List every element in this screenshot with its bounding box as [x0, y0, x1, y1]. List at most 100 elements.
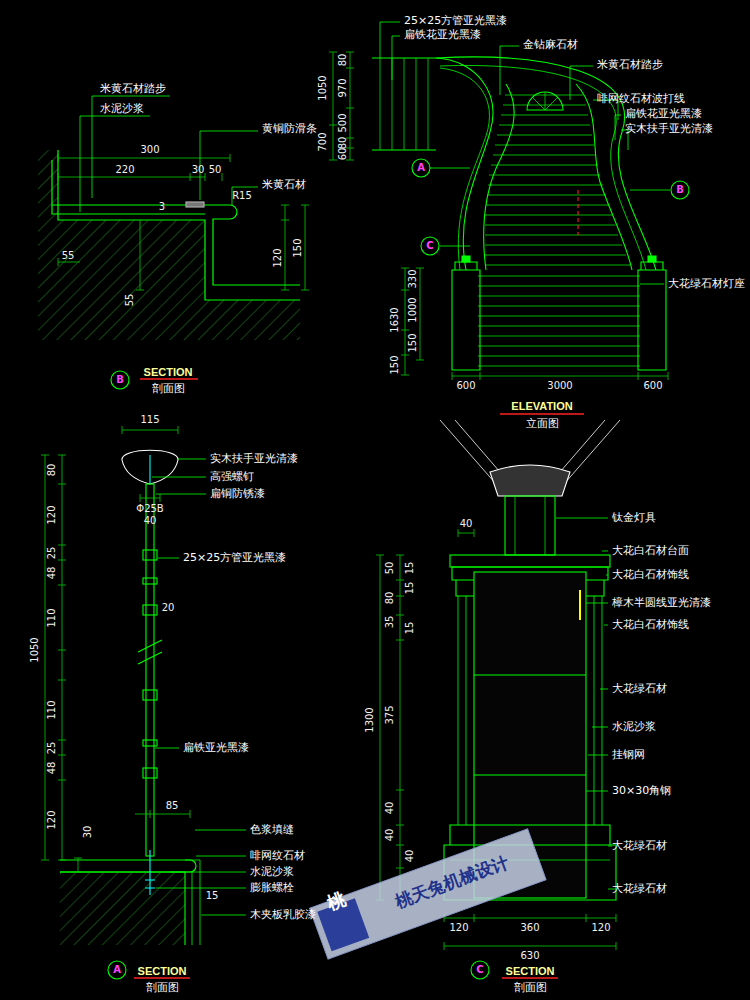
- drawing-line: [376, 555, 384, 900]
- callout-text: 剖面图: [152, 383, 185, 394]
- drawing-line: [500, 413, 584, 415]
- dimension: 1300: [365, 707, 375, 732]
- drawing-line: [140, 494, 160, 502]
- dimension: 55: [62, 251, 75, 261]
- callout-text: 高强螺钉: [210, 471, 254, 482]
- dimension: 110: [47, 700, 57, 719]
- dimension: 85: [166, 801, 179, 811]
- drawing-line: [436, 58, 493, 270]
- drawing-line: [505, 496, 555, 555]
- dimension: 120: [47, 505, 57, 524]
- drawing-line: [458, 529, 474, 537]
- dimension: 1050: [30, 637, 40, 662]
- drawing-line: [41, 426, 190, 872]
- drawing-line: [436, 57, 656, 270]
- callout-text: 扁铜防锈漆: [210, 488, 265, 499]
- drawing-line: [579, 590, 581, 620]
- drawing-line: [143, 690, 157, 700]
- drawing-line: [143, 605, 157, 615]
- callout-text: 樟木半圆线亚光清漆: [612, 597, 711, 608]
- callout-text: 啡网纹石材波打线: [597, 93, 685, 104]
- dimension: 15: [405, 582, 415, 595]
- dimension: 600: [456, 381, 475, 391]
- dimension: 700: [318, 132, 328, 151]
- callout-text: 米黄石材踏步: [100, 83, 166, 94]
- callout-text: 黄铜防滑条: [262, 123, 317, 134]
- dimension: 1000: [408, 297, 418, 322]
- drawing-line: [474, 675, 586, 775]
- drawing-line: [60, 872, 185, 945]
- callout-text: 剖面图: [514, 982, 547, 993]
- drawing-line: [158, 558, 179, 559]
- dimension: 30: [83, 826, 93, 839]
- drawing-line: [152, 477, 206, 478]
- section-mark: B: [116, 375, 124, 385]
- drawing-line: [592, 727, 608, 728]
- drawing-line: [108, 961, 126, 979]
- dimension: 50: [209, 165, 222, 175]
- drawing-line: [380, 58, 428, 150]
- drawing-line: [586, 791, 608, 792]
- dimension: 40: [385, 829, 395, 842]
- drawing-line: [556, 518, 608, 519]
- dimension: 15: [405, 622, 415, 635]
- dimension: 48: [47, 567, 57, 580]
- callout-text: 啡网纹石材: [250, 850, 305, 861]
- dimension: Φ25B: [136, 504, 163, 514]
- drawing-line: [196, 856, 246, 857]
- drawing-line: [170, 872, 246, 873]
- drawing-line: [185, 860, 200, 945]
- drawing-line: [490, 465, 570, 496]
- drawing-line: [452, 372, 668, 380]
- drawing-line: [80, 96, 258, 212]
- dimension: 1050: [318, 75, 328, 100]
- drawing-line: [52, 205, 205, 214]
- section-mark: C: [426, 241, 433, 251]
- callout-text: 扁铁亚光黑漆: [183, 742, 249, 753]
- drawing-line: [58, 455, 66, 860]
- section-mark: B: [676, 185, 684, 195]
- section-mark: A: [113, 965, 121, 975]
- drawing-line: [615, 115, 621, 140]
- drawing-line: [145, 850, 155, 895]
- drawing-line: [372, 58, 436, 150]
- drawing-line: [58, 154, 230, 162]
- dimension: 600: [643, 381, 662, 391]
- callout-text: 扁铁花亚光黑漆: [625, 108, 702, 119]
- dimension: 630: [520, 951, 539, 961]
- callout-text: 水泥沙浆: [612, 721, 656, 732]
- section-title: SECTION: [144, 367, 193, 378]
- step-section: [38, 96, 309, 389]
- callout-text: 大花绿石材灯座: [668, 278, 745, 289]
- drawing-line: [58, 150, 300, 300]
- dimension: 150: [408, 333, 418, 352]
- drawing-line: [515, 496, 545, 555]
- drawing-line: [155, 748, 179, 749]
- drawing-line: [186, 202, 204, 207]
- callout-text: 立面图: [526, 418, 559, 429]
- dimension: 60: [338, 148, 348, 161]
- drawing-line: [156, 494, 206, 495]
- drawing-line: [600, 689, 608, 690]
- drawing-line: [146, 484, 154, 856]
- callout-text: 大花白石材饰线: [612, 569, 689, 580]
- dimension: 80: [338, 54, 348, 67]
- drawing-line: [200, 131, 258, 200]
- dimension: 80: [47, 464, 57, 477]
- drawing-line: [606, 575, 608, 576]
- dimension: 35: [385, 616, 395, 629]
- drawing-line: [201, 915, 246, 916]
- dimension: 115: [140, 415, 159, 425]
- callout-text: 水泥沙浆: [100, 103, 144, 114]
- dimension: 40: [460, 519, 473, 529]
- callout-text: 30×30角钢: [612, 785, 671, 796]
- section-mark: C: [476, 965, 483, 975]
- drawing-line: [140, 378, 198, 380]
- dimension: 20: [162, 603, 175, 613]
- dimension: 30: [192, 165, 205, 175]
- callout-text: 大花绿石材: [612, 683, 667, 694]
- drawing-line: [392, 36, 400, 80]
- drawing-line: [608, 846, 612, 847]
- drawing-line: [671, 181, 689, 199]
- drawing-line: [577, 190, 578, 235]
